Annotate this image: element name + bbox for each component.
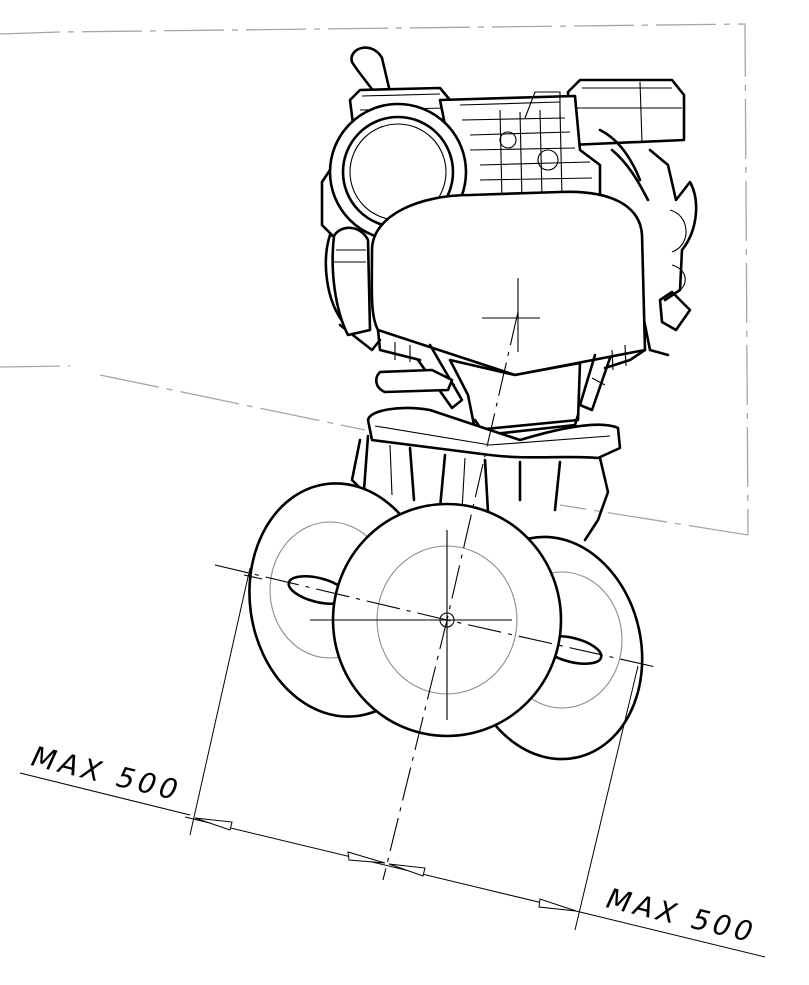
dimension-line-left-ext [19,772,191,816]
extension-line-right [574,665,639,931]
construction-frame [0,23,749,536]
dimension-line-main [184,816,581,913]
engine-body [370,190,647,377]
dimension-label-right: MAX 500 [603,882,759,950]
dimension-label-left: MAX 500 [28,740,184,808]
arrow-left-start [194,817,233,831]
dimension-line-right-ext [579,911,766,958]
center-lines [214,278,661,881]
drive-mount-plate [375,368,454,394]
extension-line-left [189,567,251,836]
engine-block [320,46,698,437]
arrow-center-left [347,851,386,864]
bellhousing [448,358,582,432]
drive-flange [366,406,622,460]
arrow-center-right [388,863,426,877]
arrow-right-end [538,898,577,912]
dimension-lines [19,567,766,958]
top-right-housing [566,78,686,147]
